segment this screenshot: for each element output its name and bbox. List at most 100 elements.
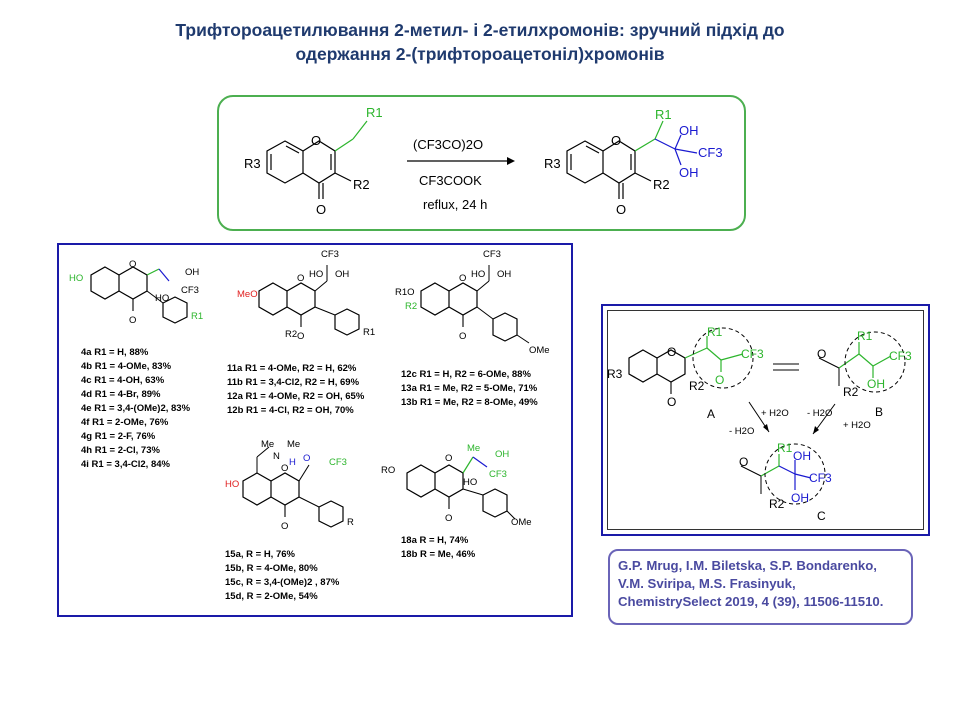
product-r2-label: R2 <box>653 177 670 192</box>
product-r3-label: R3 <box>544 156 561 171</box>
compound-18b: 18b R = Me, 46% <box>401 549 476 560</box>
c-label: C <box>817 509 826 523</box>
s18-ho: HO <box>463 477 477 488</box>
c-o: O <box>739 455 748 469</box>
s18-oh: OH <box>495 449 509 460</box>
series-12-list: 12c R1 = H, R2 = 6-OMe, 88% 13a R1 = Me,… <box>401 369 538 408</box>
s12-r1o: R1O <box>395 287 415 298</box>
a-o: O <box>715 373 724 387</box>
a-cf3: CF3 <box>741 347 764 361</box>
s4-cf3: CF3 <box>181 285 199 296</box>
s11-cf3: CF3 <box>321 249 339 260</box>
compounds-box: HO O OH HO CF3 O R1 4a R1 = H, 88% 4b R1… <box>57 243 573 617</box>
title-line-1: Трифтороацетилювання 2-метил- і 2-етилхр… <box>175 20 785 40</box>
b-oh: OH <box>867 377 885 391</box>
structure-11: MeO CF3 HO OH O O R2 R1 <box>237 249 375 342</box>
s18-o2: O <box>445 513 452 524</box>
compound-4e: 4e R1 = 3,4-(OMe)2, 83% <box>81 403 191 414</box>
s18-me: Me <box>467 443 480 454</box>
reaction-scheme-svg: O O R1 R2 R3 (CF3CO)2O CF3COOK reflux, 2… <box>244 105 723 217</box>
conditions-label: reflux, 24 h <box>423 197 487 212</box>
s15-o: O <box>303 453 310 464</box>
series-11-list: 11a R1 = 4-OMe, R2 = H, 62% 11b R1 = 3,4… <box>227 363 365 416</box>
s12-ho: HO <box>471 269 485 280</box>
a-label: A <box>707 407 715 421</box>
s11-o: O <box>297 273 304 284</box>
s11-ho: HO <box>309 269 323 280</box>
a-r2: R2 <box>689 379 705 393</box>
s4-o: O <box>129 259 136 270</box>
series-18-list: 18a R = H, 74% 18b R = Me, 46% <box>401 535 476 560</box>
a-r1: R1 <box>707 325 723 339</box>
start-ketone-oxygen: O <box>316 202 326 217</box>
product-benzene-ring <box>566 140 604 184</box>
s15-h: H <box>289 457 296 468</box>
product-ring-oxygen: O <box>611 133 621 148</box>
reference-line-2: V.M. Sviripa, M.S. Frasinyuk, <box>618 576 796 591</box>
start-ring-oxygen: O <box>311 133 321 148</box>
title-line-2: одержання 2-(трифтороацетоніл)хромонів <box>295 44 665 64</box>
product-cf3: CF3 <box>698 145 723 160</box>
compound-4f: 4f R1 = 2-OMe, 76% <box>81 417 169 428</box>
structure-12c: R1O R2 CF3 HO OH O O OMe <box>395 249 550 356</box>
mechanism-box: R3 O O R1 CF3 O R2 A O R1 CF3 OH R2 <box>601 304 930 536</box>
s4-ho: HO <box>69 273 83 284</box>
s15-r: R <box>347 517 354 528</box>
s18-ome: OMe <box>511 517 532 528</box>
minus-h2o-1: - H2O <box>729 426 754 437</box>
minus-h2o-2: - H2O <box>807 408 832 419</box>
s11-o2: O <box>297 331 304 342</box>
compound-12c: 12c R1 = H, R2 = 6-OMe, 88% <box>401 369 531 380</box>
product-oh-1: OH <box>679 123 699 138</box>
s15-cf3: CF3 <box>329 457 347 468</box>
start-r1-label: R1 <box>366 105 383 120</box>
compound-4c: 4c R1 = 4-OH, 63% <box>81 375 165 386</box>
s15-me2: Me <box>287 439 300 450</box>
s4-o2: O <box>129 315 136 326</box>
compound-13a: 13a R1 = Me, R2 = 5-OMe, 71% <box>401 383 538 394</box>
s12-o2: O <box>459 331 466 342</box>
start-r2-label: R2 <box>353 177 370 192</box>
s12-o: O <box>459 273 466 284</box>
tautomer-c: O R1 OH CF3 OH R2 C <box>739 441 832 523</box>
mechanism-inner-frame <box>607 310 924 530</box>
s4-oh: OH <box>185 267 199 278</box>
s4-ho2: HO <box>155 293 169 304</box>
reaction-scheme-box: O O R1 R2 R3 (CF3CO)2O CF3COOK reflux, 2… <box>217 95 746 231</box>
product-r1-label: R1 <box>655 107 672 122</box>
slide-title: Трифтороацетилювання 2-метил- і 2-етилхр… <box>60 18 900 66</box>
tautomer-a: R3 O O R1 CF3 O R2 A <box>607 325 764 421</box>
s15-ho: HO <box>225 479 239 490</box>
compound-13b: 13b R1 = Me, R2 = 8-OMe, 49% <box>401 397 538 408</box>
start-r3-label: R3 <box>244 156 261 171</box>
s11-r1: R1 <box>363 327 375 338</box>
compound-12b: 12b R1 = 4-Cl, R2 = OH, 70% <box>227 405 354 416</box>
b-r2: R2 <box>843 385 859 399</box>
product-ketone-oxygen: O <box>616 202 626 217</box>
a-o-ring: O <box>667 345 676 359</box>
s12-ome: OMe <box>529 345 550 356</box>
s12-r2: R2 <box>405 301 417 312</box>
structure-4: HO O OH HO CF3 O R1 <box>69 259 203 326</box>
s15-me1: Me <box>261 439 274 450</box>
product-oh-2: OH <box>679 165 699 180</box>
a-o-ket: O <box>667 395 676 409</box>
compound-18a: 18a R = H, 74% <box>401 535 469 546</box>
c-oh2: OH <box>791 491 809 505</box>
s4-r1: R1 <box>191 311 203 322</box>
compound-4b: 4b R1 = 4-OMe, 83% <box>81 361 172 372</box>
plus-h2o-1: + H2O <box>761 408 789 419</box>
mechanism-svg: R3 O O R1 CF3 O R2 A O R1 CF3 OH R2 <box>607 325 912 523</box>
compound-12a: 12a R1 = 4-OMe, R2 = OH, 65% <box>227 391 365 402</box>
reagent-label: (CF3CO)2O <box>413 137 483 152</box>
c-r1: R1 <box>777 441 793 455</box>
b-cf3: CF3 <box>889 349 912 363</box>
compound-11b: 11b R1 = 3,4-Cl2, R2 = H, 69% <box>227 377 360 388</box>
a-r3: R3 <box>607 367 623 381</box>
reference-line-3: ChemistrySelect 2019, 4 (39), 11506-1151… <box>618 594 884 609</box>
reference-box: G.P. Mrug, I.M. Biletska, S.P. Bondarenk… <box>608 549 913 625</box>
compound-4d: 4d R1 = 4-Br, 89% <box>81 389 161 400</box>
series-15-list: 15a, R = H, 76% 15b, R = 4-OMe, 80% 15c,… <box>225 549 340 602</box>
s18-cf3: CF3 <box>489 469 507 480</box>
b-r1: R1 <box>857 329 873 343</box>
